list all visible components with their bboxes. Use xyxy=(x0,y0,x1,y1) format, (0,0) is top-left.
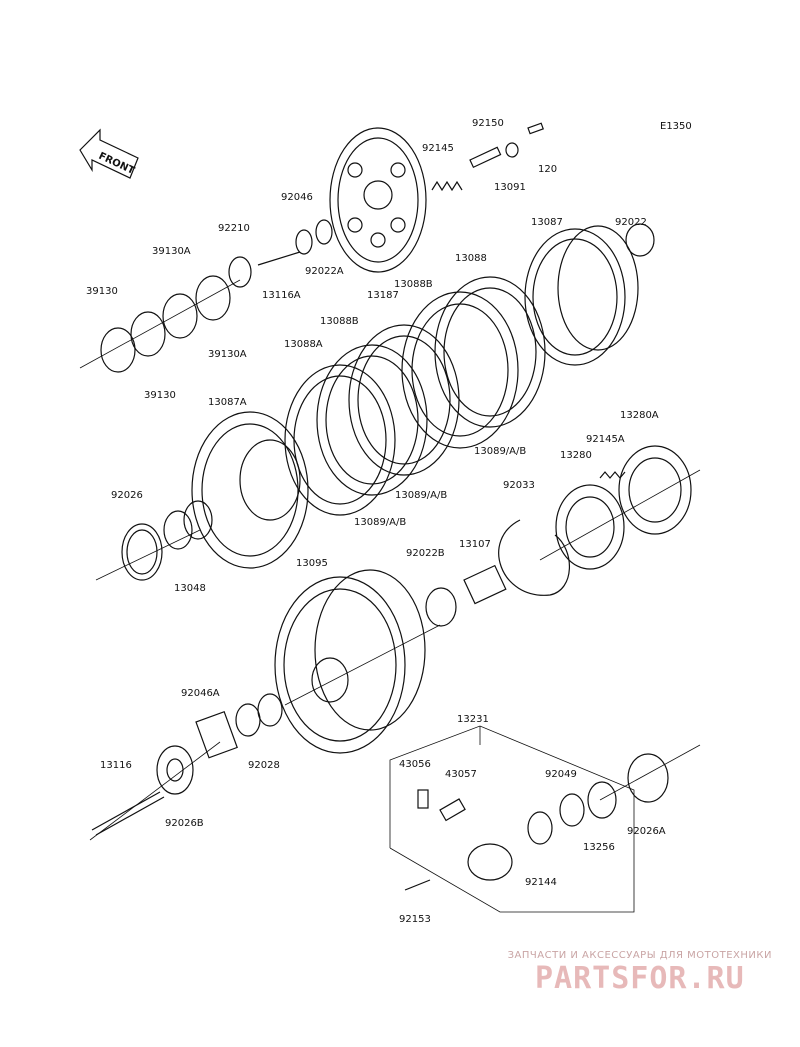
sub-plate-parts xyxy=(539,445,701,570)
part-label: 13088 xyxy=(455,253,487,264)
part-label: 13048 xyxy=(174,583,206,594)
part-label: 13087A xyxy=(208,397,247,408)
part-label: 13107 xyxy=(459,539,491,550)
part-label: 13280A xyxy=(620,410,659,421)
watermark-logo: PARTSFOR.RU xyxy=(534,961,745,996)
spring-part xyxy=(431,122,544,192)
part-label: 13088B xyxy=(394,279,433,290)
part-label: 92210 xyxy=(218,223,250,234)
part-label: 13231 xyxy=(457,714,489,725)
collar-washer-parts xyxy=(425,564,507,627)
bearing-parts xyxy=(228,219,333,288)
part-number-labels: 92150 120 92145 13091 92046 92210 92022A… xyxy=(86,118,666,925)
part-label: 13116A xyxy=(262,290,301,301)
part-label: 13089/A/B xyxy=(395,490,447,501)
part-label: 13091 xyxy=(494,182,526,193)
part-label: 13116 xyxy=(100,760,132,771)
part-label: 43056 xyxy=(399,759,431,770)
part-label: 39130A xyxy=(208,349,247,360)
part-label: 92026 xyxy=(111,490,143,501)
release-assembly-part xyxy=(389,725,701,913)
part-label: 43057 xyxy=(445,769,477,780)
part-label: 92022B xyxy=(406,548,445,559)
washer-sleeve-parts xyxy=(95,500,213,581)
part-label: 39130A xyxy=(152,246,191,257)
pressure-plate-part xyxy=(191,411,309,569)
part-label: 92033 xyxy=(503,480,535,491)
part-label: 92153 xyxy=(399,914,431,925)
part-label: 92026A xyxy=(627,826,666,837)
part-label: 120 xyxy=(538,164,557,175)
part-label: 13280 xyxy=(560,450,592,461)
part-label: 92144 xyxy=(525,877,557,888)
part-label: 92150 xyxy=(472,118,504,129)
part-label: 92022 xyxy=(615,217,647,228)
friction-spring-plates xyxy=(79,275,241,373)
front-arrow-icon: FRONT xyxy=(79,128,139,179)
part-label: 13089/A/B xyxy=(474,446,526,457)
part-label: 92026B xyxy=(165,818,204,829)
part-label: 92022A xyxy=(305,266,344,277)
part-label: 92028 xyxy=(248,760,280,771)
shaft-washer-parts xyxy=(89,741,221,841)
part-label: 39130 xyxy=(86,286,118,297)
part-label: 92145 xyxy=(422,143,454,154)
part-label: 39130 xyxy=(144,390,176,401)
clutch-hub-part xyxy=(524,223,655,366)
watermark: ЗАПЧАСТИ И АКСЕССУАРЫ ДЛЯ МОТОТЕХНИКИ PA… xyxy=(508,950,772,996)
part-label: 13088B xyxy=(320,316,359,327)
clutch-cover-part xyxy=(329,127,427,273)
part-label: 13095 xyxy=(296,558,328,569)
part-label: 92049 xyxy=(545,769,577,780)
circlip-part xyxy=(498,519,570,596)
part-label: 92046 xyxy=(281,192,313,203)
diagram-code: E1350 xyxy=(660,121,692,132)
part-label: 13088A xyxy=(284,339,323,350)
needle-bearing-parts xyxy=(195,693,283,759)
part-label: 92046A xyxy=(181,688,220,699)
watermark-subtitle: ЗАПЧАСТИ И АКСЕССУАРЫ ДЛЯ МОТОТЕХНИКИ xyxy=(507,950,772,961)
part-label: 13187 xyxy=(367,290,399,301)
part-label: 13089/A/B xyxy=(354,517,406,528)
part-label: 13256 xyxy=(583,842,615,853)
clutch-housing-part xyxy=(274,569,441,754)
part-label: 13087 xyxy=(531,217,563,228)
part-label: 92145A xyxy=(586,434,625,445)
